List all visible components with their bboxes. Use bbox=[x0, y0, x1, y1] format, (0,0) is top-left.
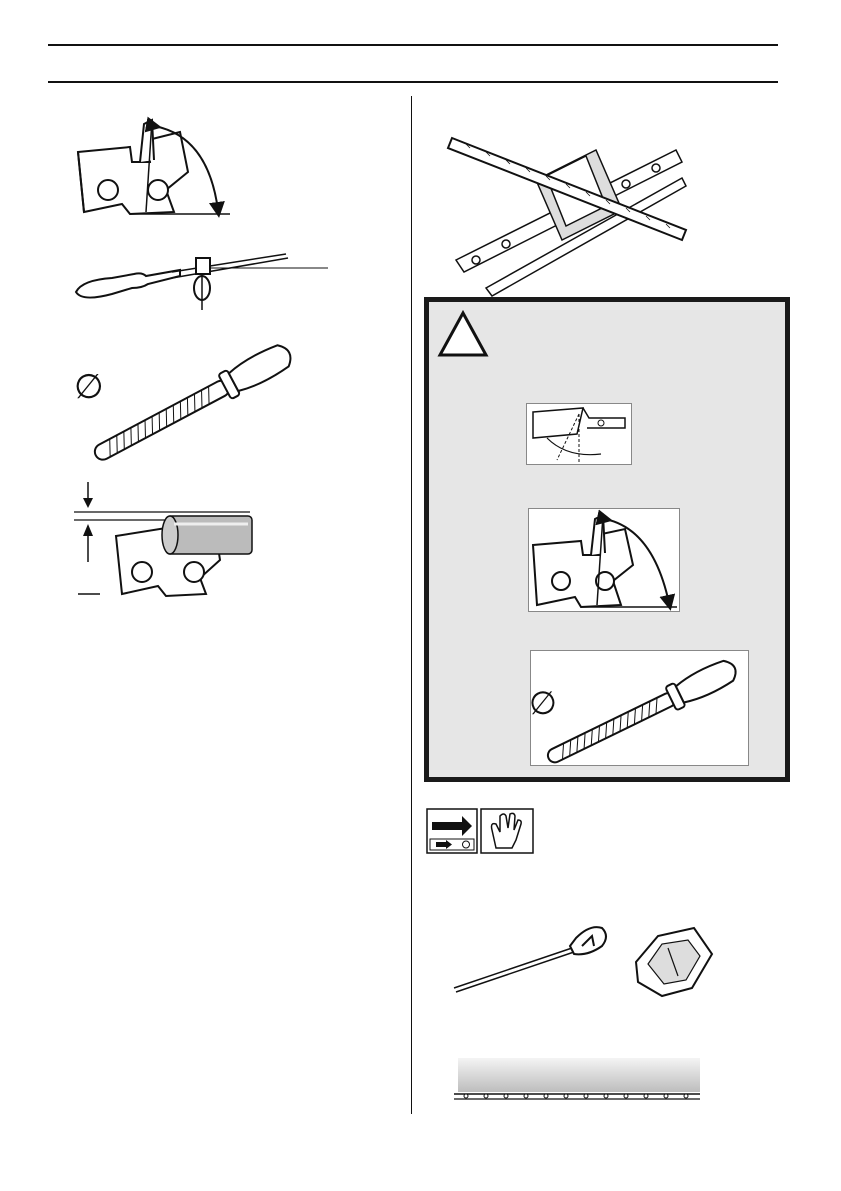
file-diameter-panel: ∅ bbox=[530, 650, 749, 766]
cutter-angle-panel bbox=[528, 508, 680, 612]
round-file-diameter-icon bbox=[531, 651, 748, 765]
read-manual-gloves-icon bbox=[426, 808, 534, 854]
depth-gauge-tool-on-chain-icon bbox=[446, 110, 696, 300]
saw-chain-strip-icon bbox=[452, 1056, 702, 1102]
diameter-symbol-warning: ∅ bbox=[529, 687, 557, 719]
file-with-holder-icon bbox=[72, 244, 332, 314]
diameter-symbol-left: ∅ bbox=[74, 370, 104, 404]
depth-gauge-setting-icon bbox=[70, 478, 290, 602]
header-rule-top bbox=[48, 44, 778, 46]
file-and-gauge-tool-icon bbox=[452, 918, 732, 1000]
column-divider bbox=[411, 96, 412, 1114]
warning-triangle-icon bbox=[437, 310, 489, 358]
top-plate-angle-panel bbox=[526, 403, 632, 465]
cutter-tooth-angle-icon bbox=[529, 509, 679, 611]
round-file-diameter-icon bbox=[72, 332, 312, 472]
header-rule-bottom bbox=[48, 81, 778, 83]
warning-box: ∅ bbox=[424, 297, 790, 782]
top-plate-angle-icon bbox=[527, 404, 631, 464]
cutter-tooth-angle-icon bbox=[70, 112, 240, 222]
